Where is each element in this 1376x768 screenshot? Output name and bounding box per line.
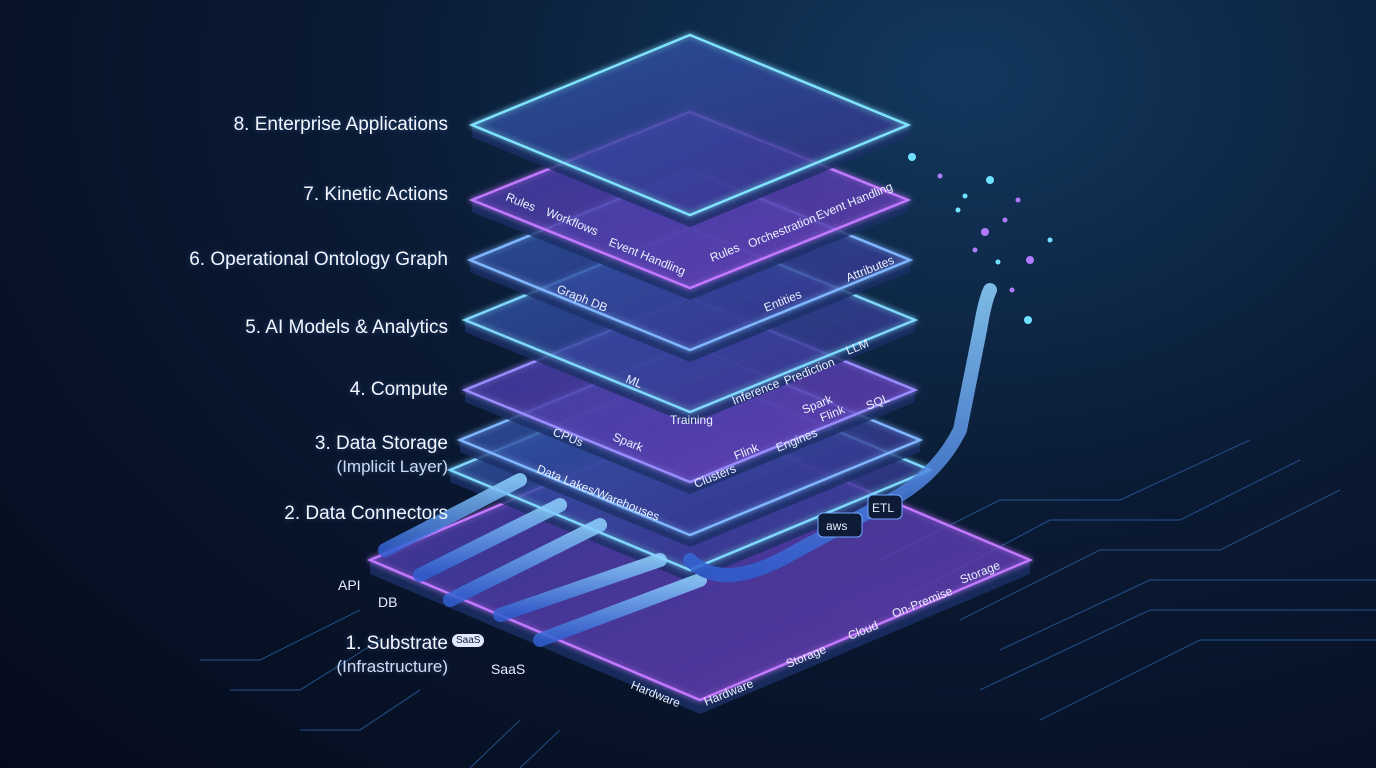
connector-aws: aws bbox=[826, 519, 847, 533]
ai-training: Training bbox=[670, 413, 713, 427]
stream-dot bbox=[1026, 256, 1034, 264]
stream-dot bbox=[1009, 287, 1015, 293]
data-storage-sublabel: (Implicit Layer) bbox=[336, 457, 448, 476]
stream-dot bbox=[908, 153, 916, 161]
layer-label-data-storage: 3. Data Storage (Implicit Layer) bbox=[315, 432, 448, 478]
stream-dot bbox=[972, 247, 978, 253]
layer-label-operational-ontology-graph: 6. Operational Ontology Graph bbox=[189, 249, 448, 270]
stream-dot bbox=[1047, 237, 1053, 243]
connector-pipes bbox=[378, 283, 997, 647]
aws-badge bbox=[817, 512, 863, 538]
source-api: API bbox=[338, 577, 361, 593]
data-storage-title: 3. Data Storage bbox=[314, 433, 448, 454]
stream-dot bbox=[981, 228, 989, 236]
stream-dot bbox=[1015, 197, 1021, 203]
stream-dot bbox=[937, 173, 943, 179]
connector-etl: ETL bbox=[872, 501, 894, 515]
stream-dot bbox=[1024, 316, 1032, 324]
stream-dot bbox=[962, 193, 968, 199]
stream-dot bbox=[955, 207, 961, 213]
saas-cloud-icon: SaaS bbox=[452, 634, 485, 647]
data-stream-dots bbox=[908, 153, 1053, 324]
source-saas: SaaS bbox=[491, 661, 526, 677]
substrate-title: 1. Substrate bbox=[345, 633, 448, 654]
ai-ml: ML bbox=[624, 372, 645, 391]
substrate-sublabel: (Infrastructure) bbox=[336, 657, 448, 676]
layer-label-data-connectors: 2. Data Connectors bbox=[284, 503, 448, 524]
layer-label-enterprise-applications: 8. Enterprise Applications bbox=[233, 114, 448, 135]
layer-label-ai-models-analytics: 5. AI Models & Analytics bbox=[245, 317, 448, 338]
etl-badge bbox=[867, 494, 903, 520]
plate-enterprise-apps bbox=[468, 33, 912, 217]
stream-dot bbox=[1002, 217, 1008, 223]
stream-dot bbox=[986, 176, 994, 184]
layer-label-compute: 4. Compute bbox=[349, 379, 448, 400]
layer-plates bbox=[366, 33, 1034, 714]
stream-dot bbox=[995, 259, 1001, 265]
source-db: DB bbox=[378, 594, 398, 610]
layer-label-kinetic-actions: 7. Kinetic Actions bbox=[303, 184, 448, 205]
layer-label-substrate: 1. Substrate (Infrastructure) bbox=[337, 632, 448, 678]
